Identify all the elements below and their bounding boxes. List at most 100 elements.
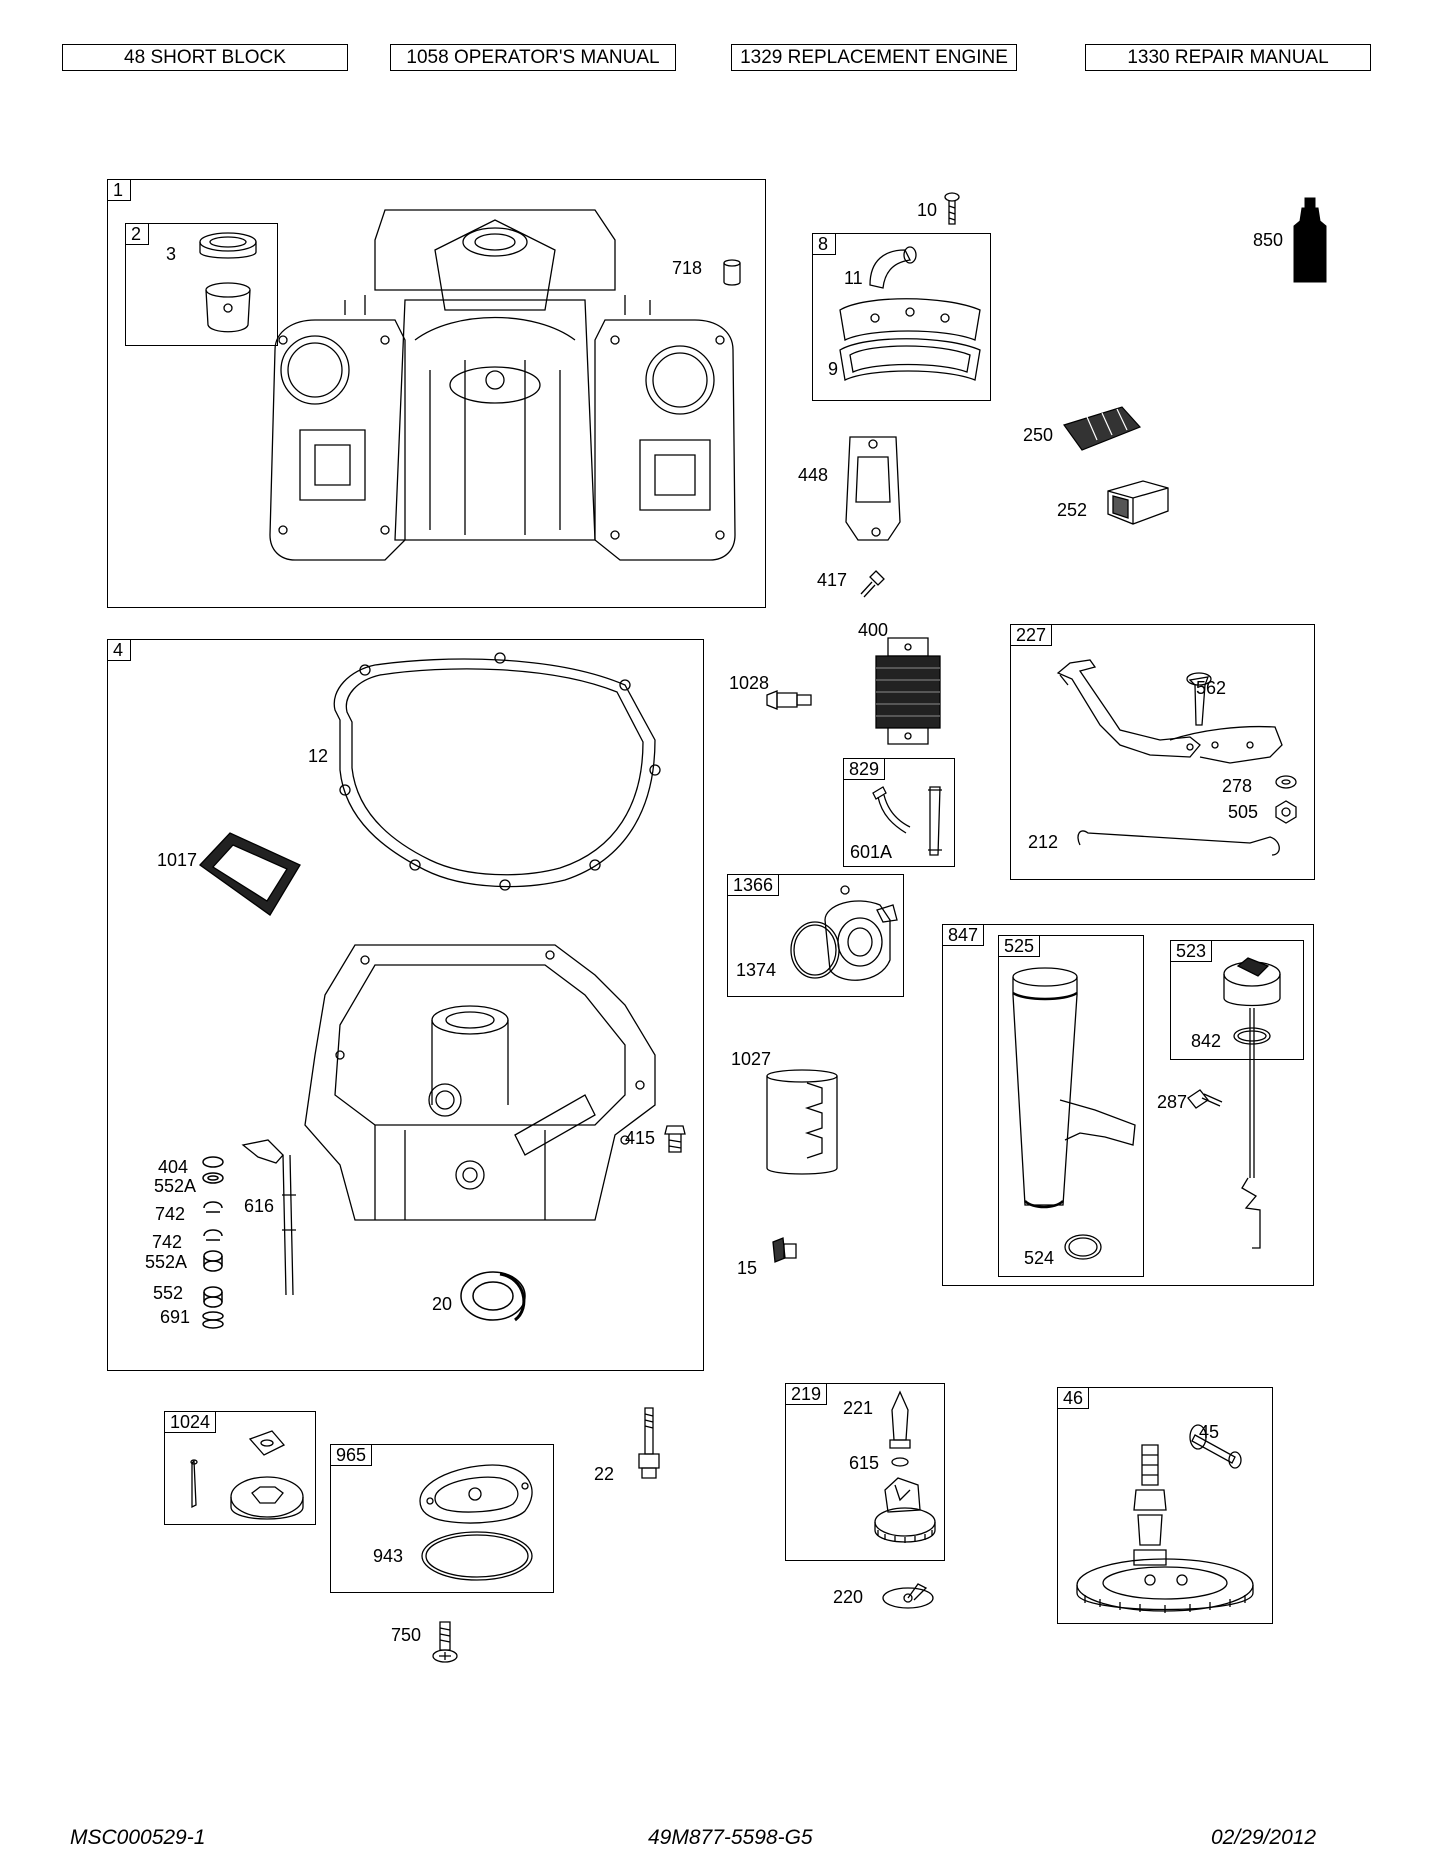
part-label-1017[interactable]: 1017 — [157, 850, 198, 870]
block-252-drawing[interactable] — [1103, 466, 1173, 526]
group-523-dipstick: 523 — [1170, 940, 1304, 1060]
part-label-552a-1[interactable]: 552A — [154, 1176, 197, 1196]
oil-pump-cover-drawing[interactable] — [415, 1456, 545, 1586]
part-label-742-2[interactable]: 742 — [152, 1232, 183, 1252]
group-46-camshaft: 46 — [1057, 1387, 1273, 1624]
part-label-842[interactable]: 842 — [1191, 1031, 1222, 1051]
part-label-850[interactable]: 850 — [1253, 230, 1284, 250]
part-label-601a[interactable]: 601A — [850, 842, 893, 862]
group-525-tag[interactable]: 525 — [998, 935, 1041, 957]
part-label-718[interactable]: 718 — [672, 258, 703, 278]
sealant-tube-850-drawing[interactable] — [1290, 196, 1330, 286]
part-label-221[interactable]: 221 — [843, 1398, 874, 1418]
part-label-252[interactable]: 252 — [1057, 500, 1088, 520]
dipstick-tube-drawing[interactable] — [1005, 965, 1140, 1265]
part-label-448[interactable]: 448 — [798, 465, 829, 485]
part-label-287[interactable]: 287 — [1157, 1092, 1188, 1112]
part-label-742-1[interactable]: 742 — [155, 1204, 186, 1224]
repair-manual-link[interactable]: 1330 REPAIR MANUAL — [1085, 44, 1371, 71]
part-label-616[interactable]: 616 — [244, 1196, 275, 1216]
part-label-3[interactable]: 3 — [166, 244, 177, 264]
part-label-220[interactable]: 220 — [833, 1587, 864, 1607]
part-label-524[interactable]: 524 — [1024, 1248, 1055, 1268]
footer-date: 02/29/2012 — [1211, 1826, 1317, 1849]
governor-shaft-616-drawing[interactable] — [238, 1135, 308, 1300]
group-219-governor-gear: 219 — [785, 1383, 945, 1561]
camshaft-drawing[interactable] — [1070, 1415, 1265, 1620]
part-label-750[interactable]: 750 — [391, 1625, 422, 1645]
part-label-943[interactable]: 943 — [373, 1546, 404, 1566]
drain-plug-15-drawing[interactable] — [769, 1236, 799, 1266]
part-label-10[interactable]: 10 — [917, 200, 938, 220]
gasket-12-drawing[interactable] — [325, 650, 665, 900]
part-label-615[interactable]: 615 — [849, 1453, 880, 1473]
part-label-278[interactable]: 278 — [1222, 776, 1253, 796]
part-label-415[interactable]: 415 — [625, 1128, 656, 1148]
part-label-250[interactable]: 250 — [1023, 425, 1054, 445]
part-label-552a-2[interactable]: 552A — [145, 1252, 188, 1272]
part-label-12[interactable]: 12 — [308, 746, 329, 766]
group-219-tag[interactable]: 219 — [785, 1383, 828, 1405]
part-label-1374[interactable]: 1374 — [736, 960, 777, 980]
screw-10-drawing[interactable] — [942, 192, 962, 228]
valve-cover-drawing[interactable] — [835, 240, 985, 390]
group-46-tag[interactable]: 46 — [1057, 1387, 1090, 1409]
part-label-505[interactable]: 505 — [1228, 802, 1259, 822]
part-label-9[interactable]: 9 — [828, 359, 839, 379]
part-label-400[interactable]: 400 — [858, 620, 889, 640]
group-4-crankcase: 4 — [107, 639, 704, 1371]
group-8-tag[interactable]: 8 — [812, 233, 836, 255]
rectifier-400-drawing[interactable] — [868, 636, 948, 746]
group-523-tag[interactable]: 523 — [1170, 940, 1213, 962]
fitting-1028-drawing[interactable] — [765, 685, 815, 715]
crankcase-drawing[interactable] — [295, 935, 685, 1225]
air-baffle-250-drawing[interactable] — [1062, 405, 1142, 455]
part-label-691[interactable]: 691 — [160, 1307, 191, 1327]
part-label-11[interactable]: 11 — [844, 268, 863, 288]
group-8-valve-cover: 8 — [812, 233, 991, 401]
oil-filter-1027-drawing[interactable] — [762, 1068, 842, 1178]
seal-1017-drawing[interactable] — [195, 825, 305, 925]
dowel-pin-718-drawing[interactable] — [722, 258, 742, 288]
replacement-engine-link[interactable]: 1329 REPLACEMENT ENGINE — [731, 44, 1017, 71]
part-label-404[interactable]: 404 — [158, 1157, 189, 1177]
group-1366-tag[interactable]: 1366 — [727, 874, 780, 896]
part-label-1028[interactable]: 1028 — [729, 673, 770, 693]
ignition-module-448-drawing[interactable] — [838, 432, 908, 552]
governor-gear-drawing[interactable] — [870, 1390, 940, 1555]
operators-manual-link[interactable]: 1058 OPERATOR'S MANUAL — [390, 44, 676, 71]
cylinder-block-drawing[interactable] — [255, 200, 755, 600]
dipstick-drawing[interactable] — [1180, 948, 1300, 1248]
group-2-tag[interactable]: 2 — [125, 223, 149, 245]
group-965-tag[interactable]: 965 — [330, 1444, 373, 1466]
oil-filter-adapter-drawing[interactable] — [785, 880, 900, 992]
piston-drawing[interactable] — [193, 230, 263, 340]
governor-washers-drawing[interactable] — [198, 1150, 228, 1330]
group-227-tag[interactable]: 227 — [1010, 624, 1053, 646]
part-label-15[interactable]: 15 — [737, 1258, 758, 1278]
fuel-line-601a-drawing[interactable] — [868, 785, 953, 860]
plug-415-drawing[interactable] — [663, 1122, 687, 1156]
bolt-417-drawing[interactable] — [856, 568, 886, 598]
part-label-20[interactable]: 20 — [432, 1294, 453, 1314]
part-label-212[interactable]: 212 — [1028, 832, 1059, 852]
part-label-22[interactable]: 22 — [594, 1464, 615, 1484]
governor-control-drawing[interactable] — [1050, 645, 1310, 875]
part-label-562[interactable]: 562 — [1196, 678, 1227, 698]
short-block-link[interactable]: 48 SHORT BLOCK — [62, 44, 348, 71]
bolt-22-drawing[interactable] — [634, 1404, 664, 1484]
oil-pump-rotor-drawing[interactable] — [180, 1425, 310, 1525]
group-847-tag[interactable]: 847 — [942, 924, 985, 946]
group-4-tag[interactable]: 4 — [107, 639, 131, 661]
washer-220-drawing[interactable] — [878, 1578, 938, 1614]
group-1366-oil-filter-adapter: 1366 — [727, 874, 904, 997]
part-label-552[interactable]: 552 — [153, 1283, 184, 1303]
group-1-tag[interactable]: 1 — [107, 179, 131, 201]
part-label-1027[interactable]: 1027 — [731, 1049, 772, 1069]
oil-seal-20-drawing[interactable] — [455, 1268, 535, 1328]
part-label-417[interactable]: 417 — [817, 570, 848, 590]
part-label-45[interactable]: 45 — [1199, 1422, 1220, 1442]
group-1024-tag[interactable]: 1024 — [164, 1411, 217, 1433]
group-829-tag[interactable]: 829 — [843, 758, 886, 780]
screw-750-drawing[interactable] — [430, 1620, 460, 1666]
